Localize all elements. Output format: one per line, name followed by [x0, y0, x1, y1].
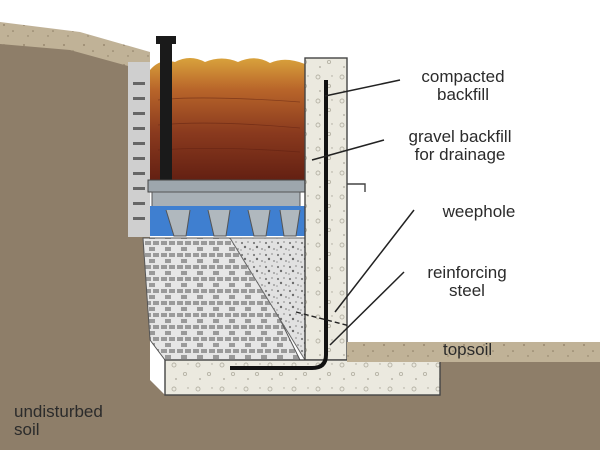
existing-wall-marks	[133, 82, 145, 220]
label-soil-line2: soil	[14, 420, 40, 439]
leader-lines	[311, 79, 415, 346]
weephole	[295, 311, 351, 327]
label-gravel-backfill: gravel backfill for drainage	[386, 128, 534, 164]
label-steel-line1: reinforcing	[427, 263, 507, 282]
label-soil-line1: undisturbed	[14, 402, 103, 421]
vent-pipe-cap	[156, 36, 176, 44]
label-weephole: weephole	[442, 202, 516, 221]
compacted-backfill	[150, 58, 305, 182]
label-undisturbed-soil: undisturbed soil	[14, 403, 124, 439]
label-reinforcing-steel: reinforcing steel	[412, 264, 522, 300]
wall-ledge	[347, 183, 366, 192]
label-gravel-line2: for drainage	[414, 145, 506, 164]
vent-pipe	[160, 40, 172, 190]
topsoil-layer	[347, 342, 600, 362]
footing	[164, 359, 441, 396]
label-gravel-line1: gravel backfill	[408, 127, 512, 146]
label-topsoil: topsoil	[443, 340, 493, 359]
label-compacted-line2: backfill	[437, 85, 489, 104]
label-compacted-backfill: compacted backfill	[398, 68, 528, 104]
existing-wall-column	[128, 62, 150, 237]
label-compacted-line1: compacted	[421, 67, 505, 86]
drainage-block-legs	[165, 209, 301, 237]
label-steel-line2: steel	[449, 281, 485, 300]
surface-soil-left	[0, 22, 150, 72]
reinforcing-steel	[230, 80, 328, 370]
gravel-backfill-shelf	[147, 179, 309, 193]
